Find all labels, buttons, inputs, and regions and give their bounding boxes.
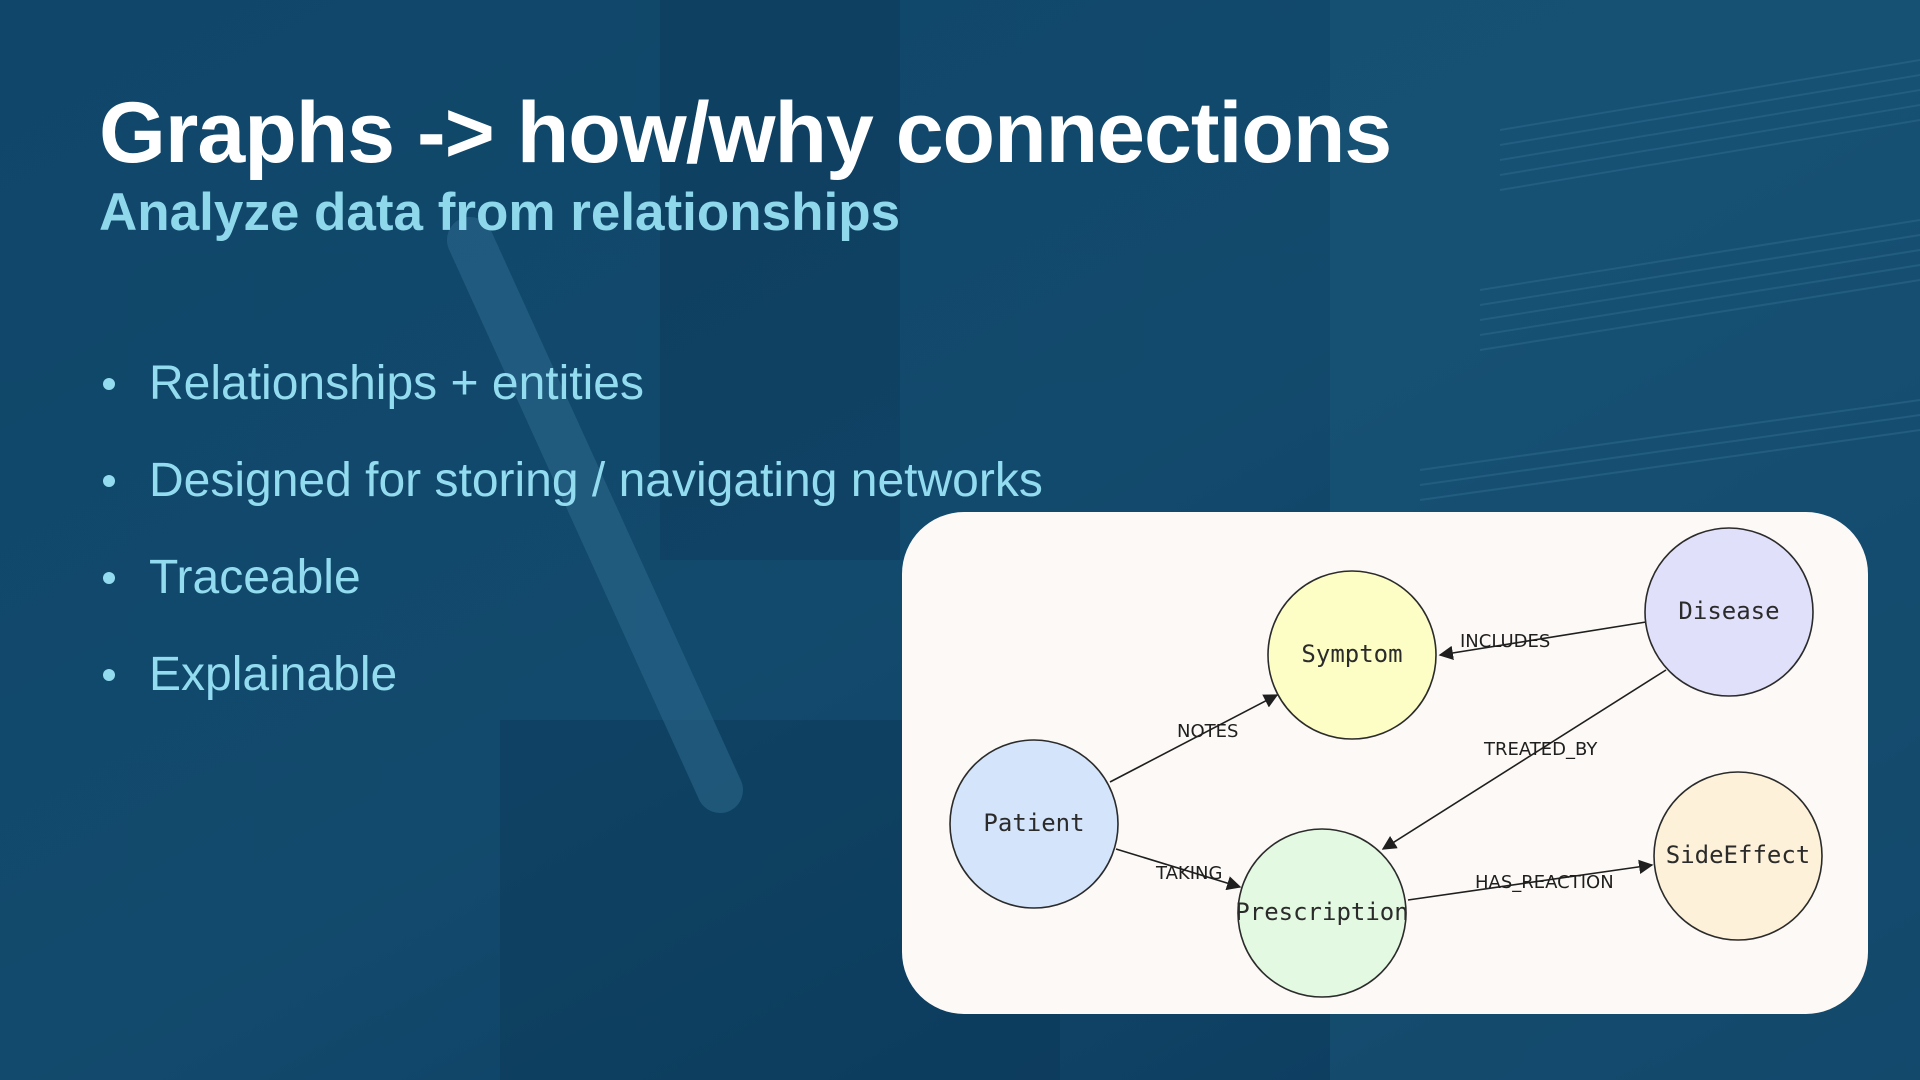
edge-notes: NOTES	[1109, 694, 1279, 783]
slide-title: Graphs -> how/why connections	[99, 85, 1392, 181]
edge-label-has-reaction: HAS_REACTION	[1475, 872, 1614, 893]
node-label-patient: Patient	[983, 809, 1084, 837]
bullet-item: Designed for storing / navigating networ…	[99, 432, 1043, 529]
bullet-text: Designed for storing / navigating networ…	[149, 454, 1043, 507]
node-sideeffect: SideEffect	[1653, 771, 1823, 941]
node-patient: Patient	[949, 739, 1119, 909]
edge-includes: INCLUDES	[1438, 621, 1647, 661]
graph-diagram: INCLUDES NOTES TREATED_BY TAKING HAS_REA…	[949, 527, 1823, 998]
node-prescription: Prescription	[1235, 828, 1409, 998]
edge-taking: TAKING	[1115, 848, 1242, 891]
bullet-item: Explainable	[99, 626, 1043, 723]
bullet-dot-icon	[103, 571, 115, 584]
bullet-item: Traceable	[99, 529, 1043, 626]
bullet-item: Relationships + entities	[99, 335, 1043, 432]
bullet-list: Relationships + entities Designed for st…	[99, 335, 1043, 723]
bullet-dot-icon	[103, 668, 115, 681]
node-label-symptom: Symptom	[1301, 640, 1402, 668]
node-symptom: Symptom	[1267, 570, 1437, 740]
node-label-disease: Disease	[1678, 597, 1779, 625]
bullet-text: Relationships + entities	[149, 357, 644, 410]
node-label-prescription: Prescription	[1235, 898, 1408, 926]
graph-diagram-card: INCLUDES NOTES TREATED_BY TAKING HAS_REA…	[902, 512, 1868, 1014]
edge-has-reaction: HAS_REACTION	[1407, 859, 1654, 901]
node-label-sideeffect: SideEffect	[1666, 841, 1811, 869]
bullet-text: Traceable	[149, 551, 361, 604]
edge-treated-by: TREATED_BY	[1381, 669, 1667, 850]
edge-label-taking: TAKING	[1155, 863, 1222, 884]
edge-label-includes: INCLUDES	[1460, 631, 1550, 652]
slide-subtitle: Analyze data from relationships	[99, 183, 901, 242]
edge-label-notes: NOTES	[1177, 721, 1238, 742]
node-disease: Disease	[1644, 527, 1814, 697]
bullet-dot-icon	[103, 474, 115, 487]
bullet-text: Explainable	[149, 648, 398, 701]
edge-label-treated-by: TREATED_BY	[1483, 739, 1598, 760]
bullet-dot-icon	[103, 377, 115, 390]
